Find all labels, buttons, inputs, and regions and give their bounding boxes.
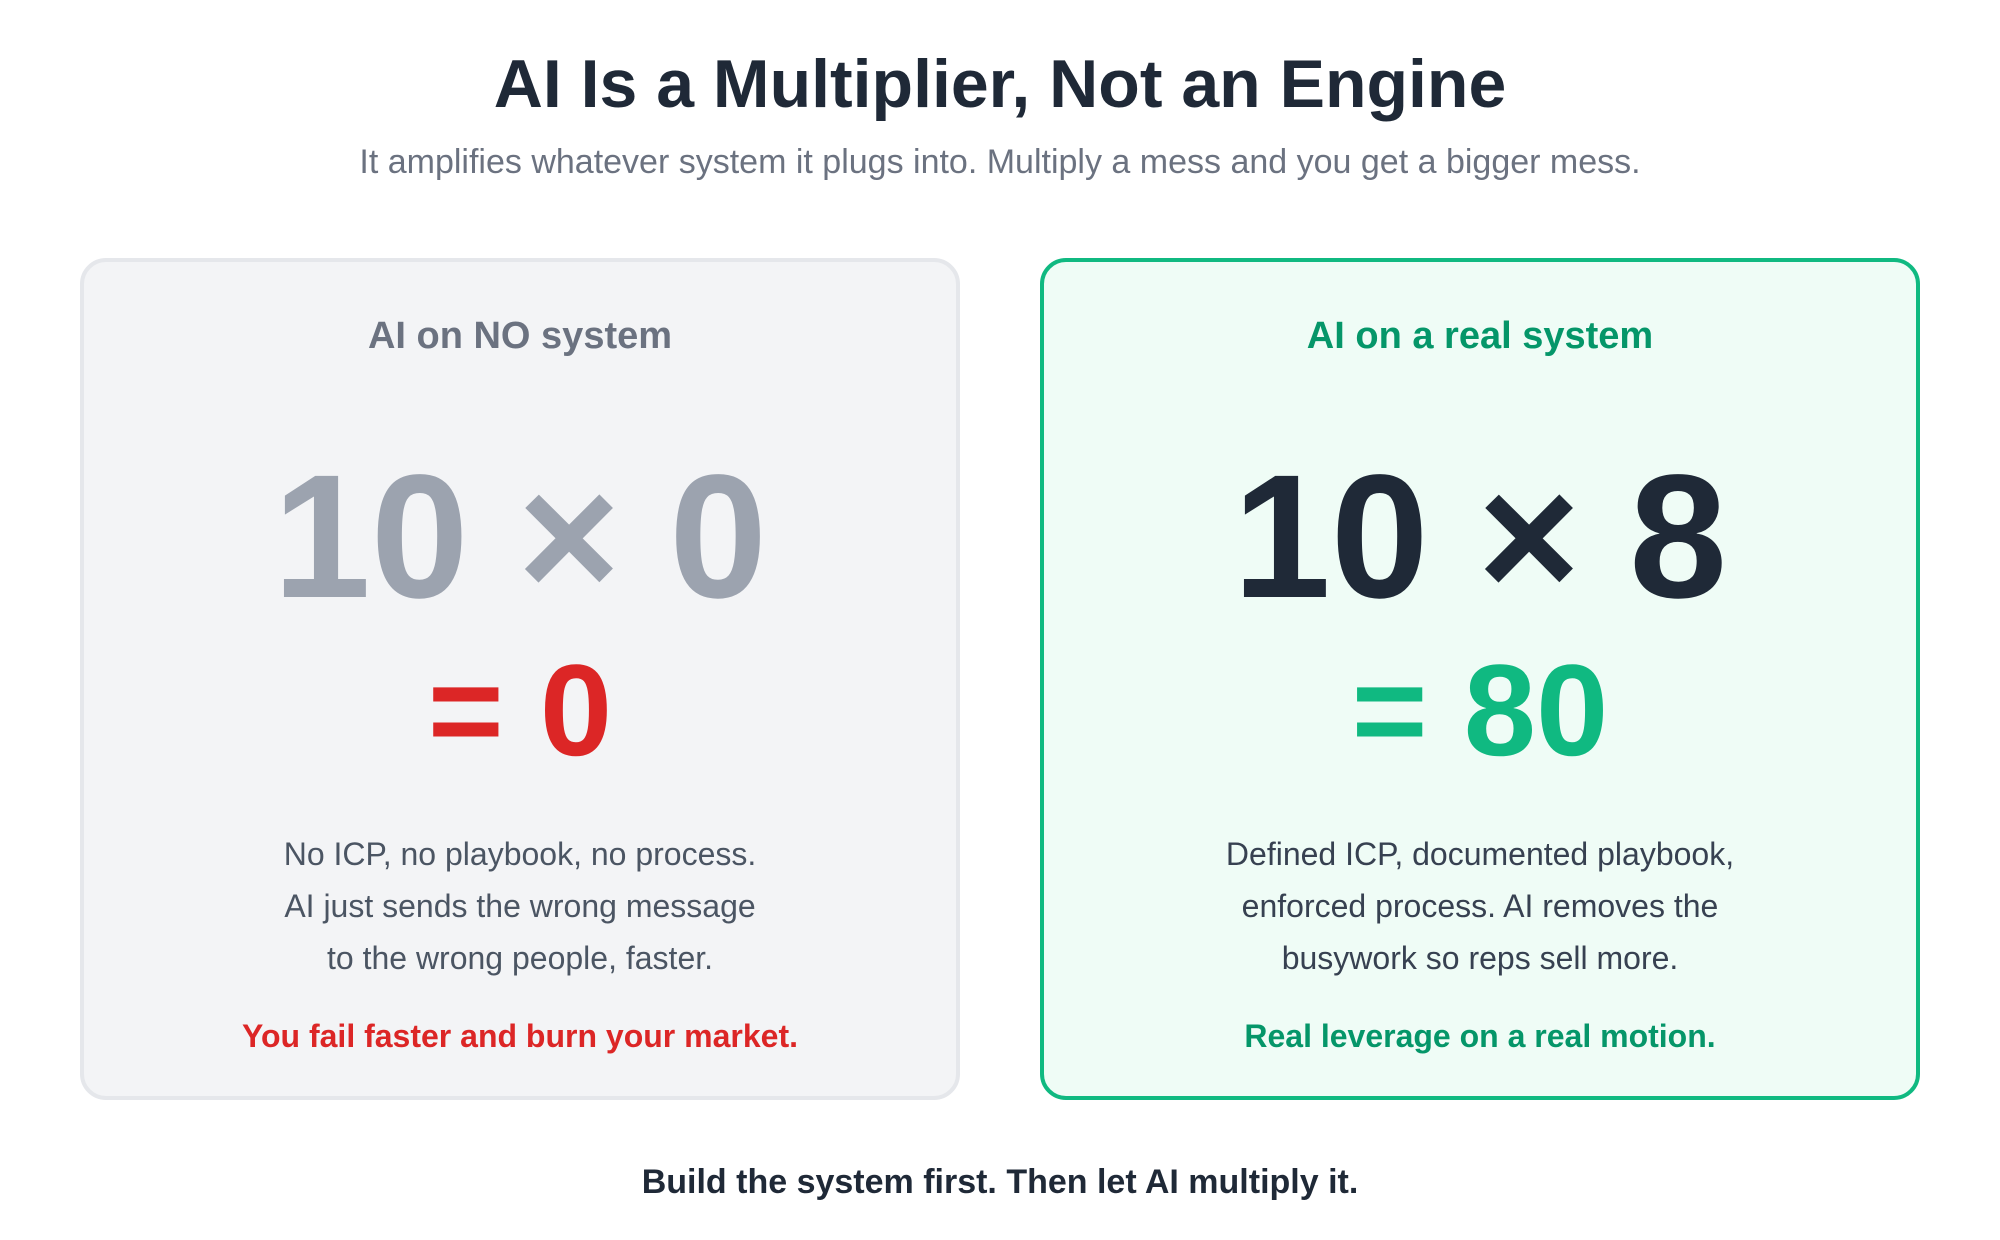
description-line: Defined ICP, documented playbook,	[1225, 836, 1735, 872]
card-description: No ICP, no playbook, no process. AI just…	[84, 828, 956, 984]
card-title: AI on NO system	[367, 315, 673, 357]
card-description: Defined ICP, documented playbook, enforc…	[1044, 828, 1916, 984]
equation: 10 × 0	[272, 439, 768, 635]
description-line: No ICP, no playbook, no process.	[283, 836, 757, 872]
description-line: to the wrong people, faster.	[326, 940, 714, 976]
footer-takeaway: Build the system first. Then let AI mult…	[641, 1163, 1359, 1201]
description-line: AI just sends the wrong message	[284, 888, 756, 924]
page-subtitle: It amplifies whatever system it plugs in…	[359, 143, 1641, 181]
card-title: AI on a real system	[1306, 315, 1654, 357]
card-punchline: You fail faster and burn your market.	[242, 1018, 798, 1054]
page-title: AI Is a Multiplier, Not an Engine	[493, 46, 1507, 122]
description-line: enforced process. AI removes the	[1241, 888, 1719, 924]
equation-result: = 80	[1351, 637, 1609, 783]
description-line: busywork so reps sell more.	[1281, 940, 1679, 976]
equation-result: = 0	[427, 637, 613, 783]
card-punchline: Real leverage on a real motion.	[1244, 1018, 1716, 1054]
equation: 10 × 8	[1232, 439, 1728, 635]
card-no-system: AI on NO system 10 × 0 = 0 No ICP, no pl…	[80, 258, 960, 1100]
card-real-system: AI on a real system 10 × 8 = 80 Defined …	[1040, 258, 1920, 1100]
